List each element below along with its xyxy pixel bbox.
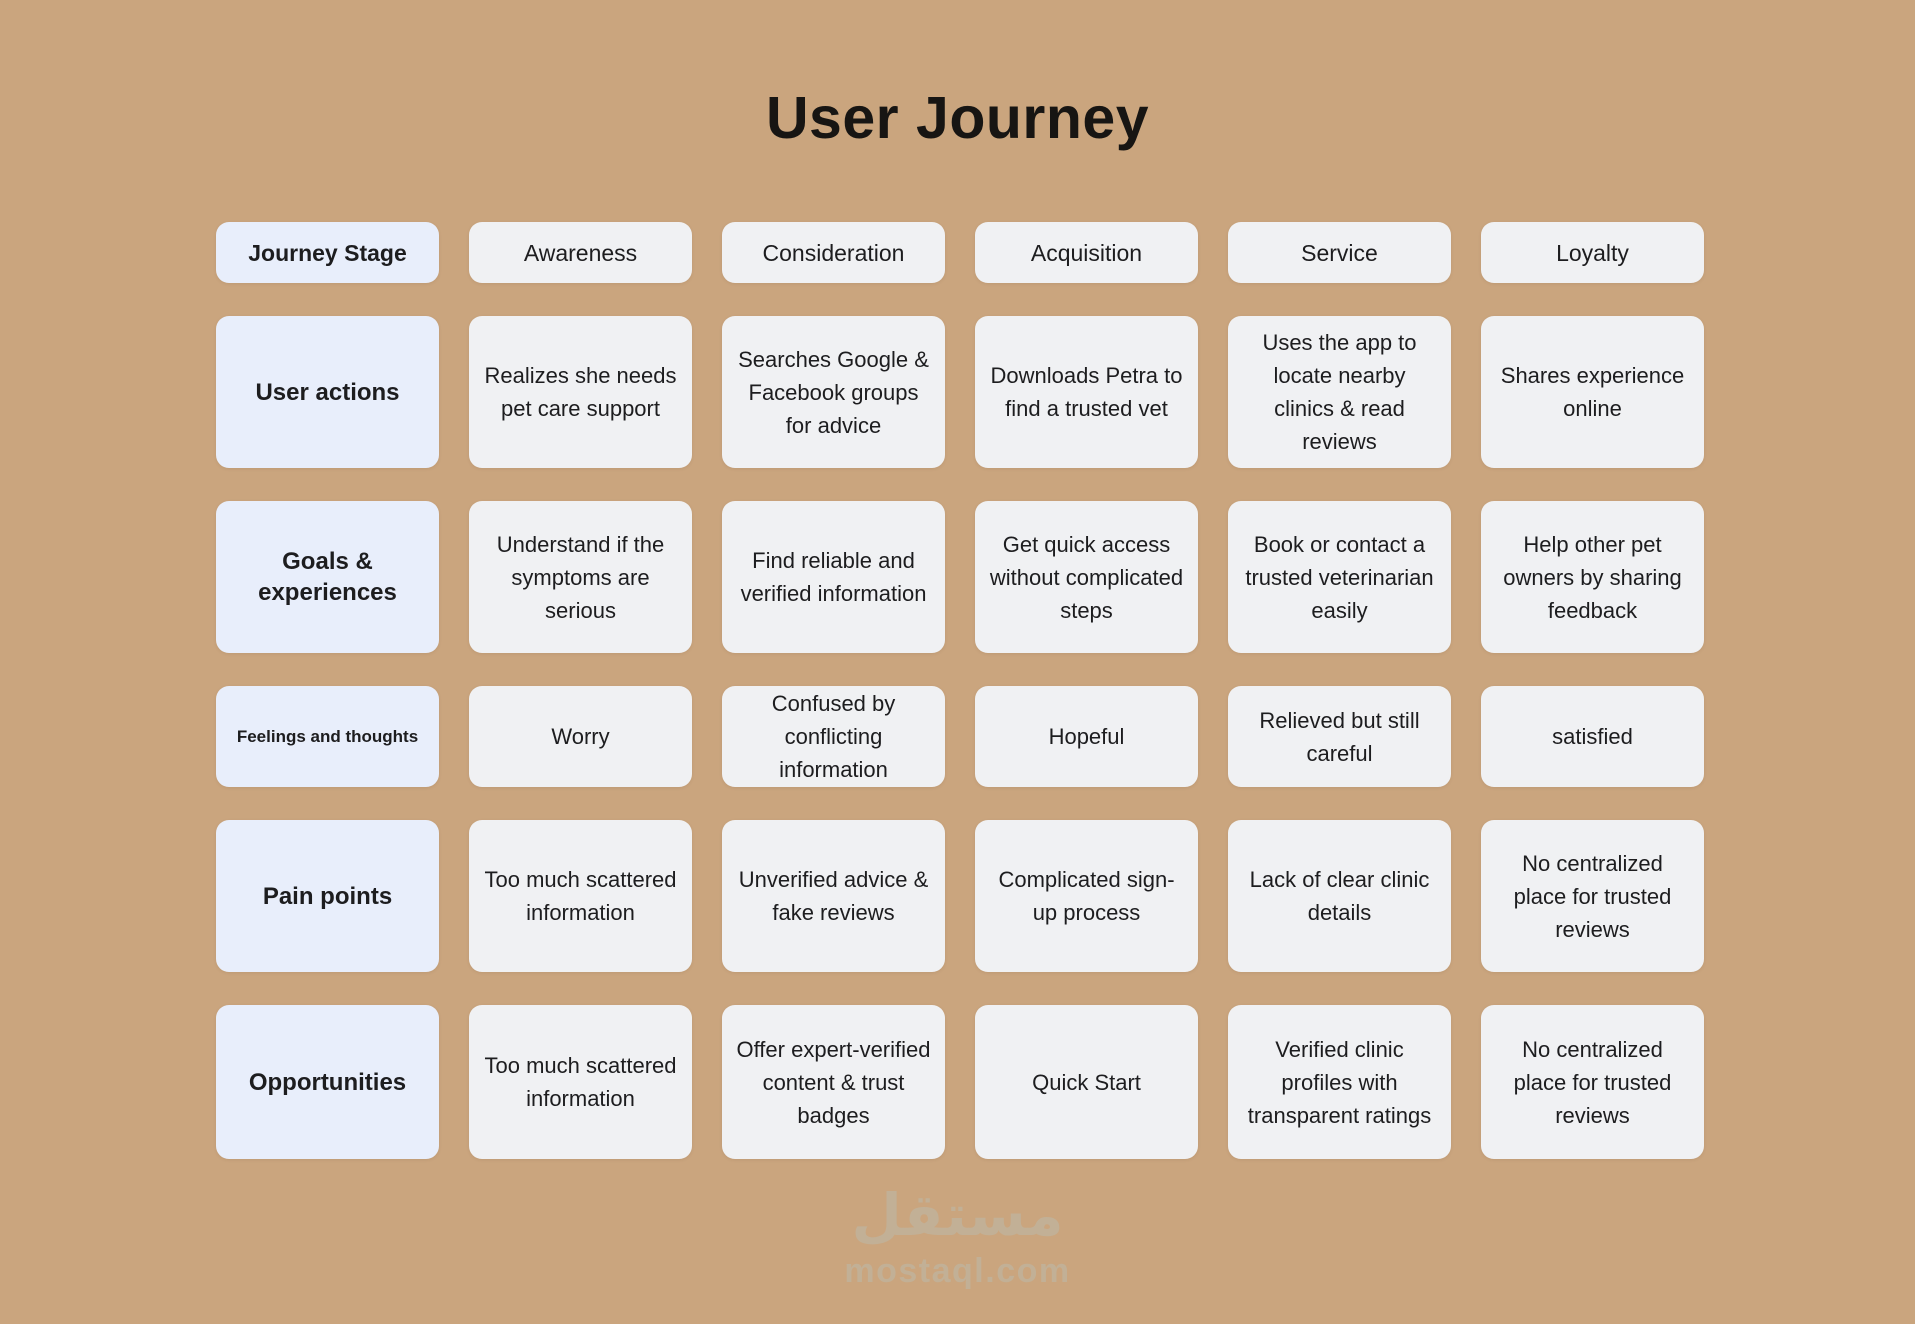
cell-service-goals-experiences: Book or contact a trusted veterinarian e… — [1228, 501, 1451, 653]
row-label-opportunities: Opportunities — [216, 1005, 439, 1159]
mostaql-domain-watermark: mostaql.com — [844, 1252, 1071, 1290]
cell-acquisition-user-actions: Downloads Petra to find a trusted vet — [975, 316, 1198, 468]
row-label-pain-points: Pain points — [216, 820, 439, 972]
cell-acquisition-opportunities: Quick Start — [975, 1005, 1198, 1159]
column-header-loyalty: Loyalty — [1481, 222, 1704, 283]
row-label-feelings-and-thoughts: Feelings and thoughts — [216, 686, 439, 787]
cell-loyalty-pain-points: No centralized place for trusted reviews — [1481, 820, 1704, 972]
cell-awareness-user-actions: Realizes she needs pet care support — [469, 316, 692, 468]
cell-service-feelings-and-thoughts: Relieved but still careful — [1228, 686, 1451, 787]
column-header-awareness: Awareness — [469, 222, 692, 283]
page-title: User Journey — [765, 85, 1150, 151]
column-header-service: Service — [1228, 222, 1451, 283]
cell-awareness-goals-experiences: Understand if the symptoms are serious — [469, 501, 692, 653]
cell-consideration-opportunities: Offer expert-verified content & trust ba… — [722, 1005, 945, 1159]
cell-consideration-user-actions: Searches Google & Facebook groups for ad… — [722, 316, 945, 468]
cell-loyalty-user-actions: Shares experience online — [1481, 316, 1704, 468]
column-header-acquisition: Acquisition — [975, 222, 1198, 283]
cell-acquisition-feelings-and-thoughts: Hopeful — [975, 686, 1198, 787]
cell-awareness-feelings-and-thoughts: Worry — [469, 686, 692, 787]
cell-loyalty-feelings-and-thoughts: satisfied — [1481, 686, 1704, 787]
cell-service-opportunities: Verified clinic profiles with transparen… — [1228, 1005, 1451, 1159]
cell-consideration-goals-experiences: Find reliable and verified information — [722, 501, 945, 653]
cell-service-pain-points: Lack of clear clinic details — [1228, 820, 1451, 972]
cell-loyalty-opportunities: No centralized place for trusted reviews — [1481, 1005, 1704, 1159]
cell-service-user-actions: Uses the app to locate nearby clinics & … — [1228, 316, 1451, 468]
mostaql-logo-watermark: مستقل — [851, 1181, 1064, 1249]
row-label-user-actions: User actions — [216, 316, 439, 468]
corner-header-journey-stage: Journey Stage — [216, 222, 439, 283]
cell-awareness-opportunities: Too much scattered information — [469, 1005, 692, 1159]
cell-awareness-pain-points: Too much scattered information — [469, 820, 692, 972]
journey-grid: Journey Stage Awareness Consideration Acqui… — [216, 222, 1704, 1159]
cell-acquisition-pain-points: Complicated sign-up process — [975, 820, 1198, 972]
cell-loyalty-goals-experiences: Help other pet owners by sharing feedbac… — [1481, 501, 1704, 653]
row-label-goals-experiences: Goals & experiences — [216, 501, 439, 653]
cell-consideration-pain-points: Unverified advice & fake reviews — [722, 820, 945, 972]
column-header-consideration: Consideration — [722, 222, 945, 283]
cell-consideration-feelings-and-thoughts: Confused by conflicting information — [722, 686, 945, 787]
cell-acquisition-goals-experiences: Get quick access without complicated ste… — [975, 501, 1198, 653]
